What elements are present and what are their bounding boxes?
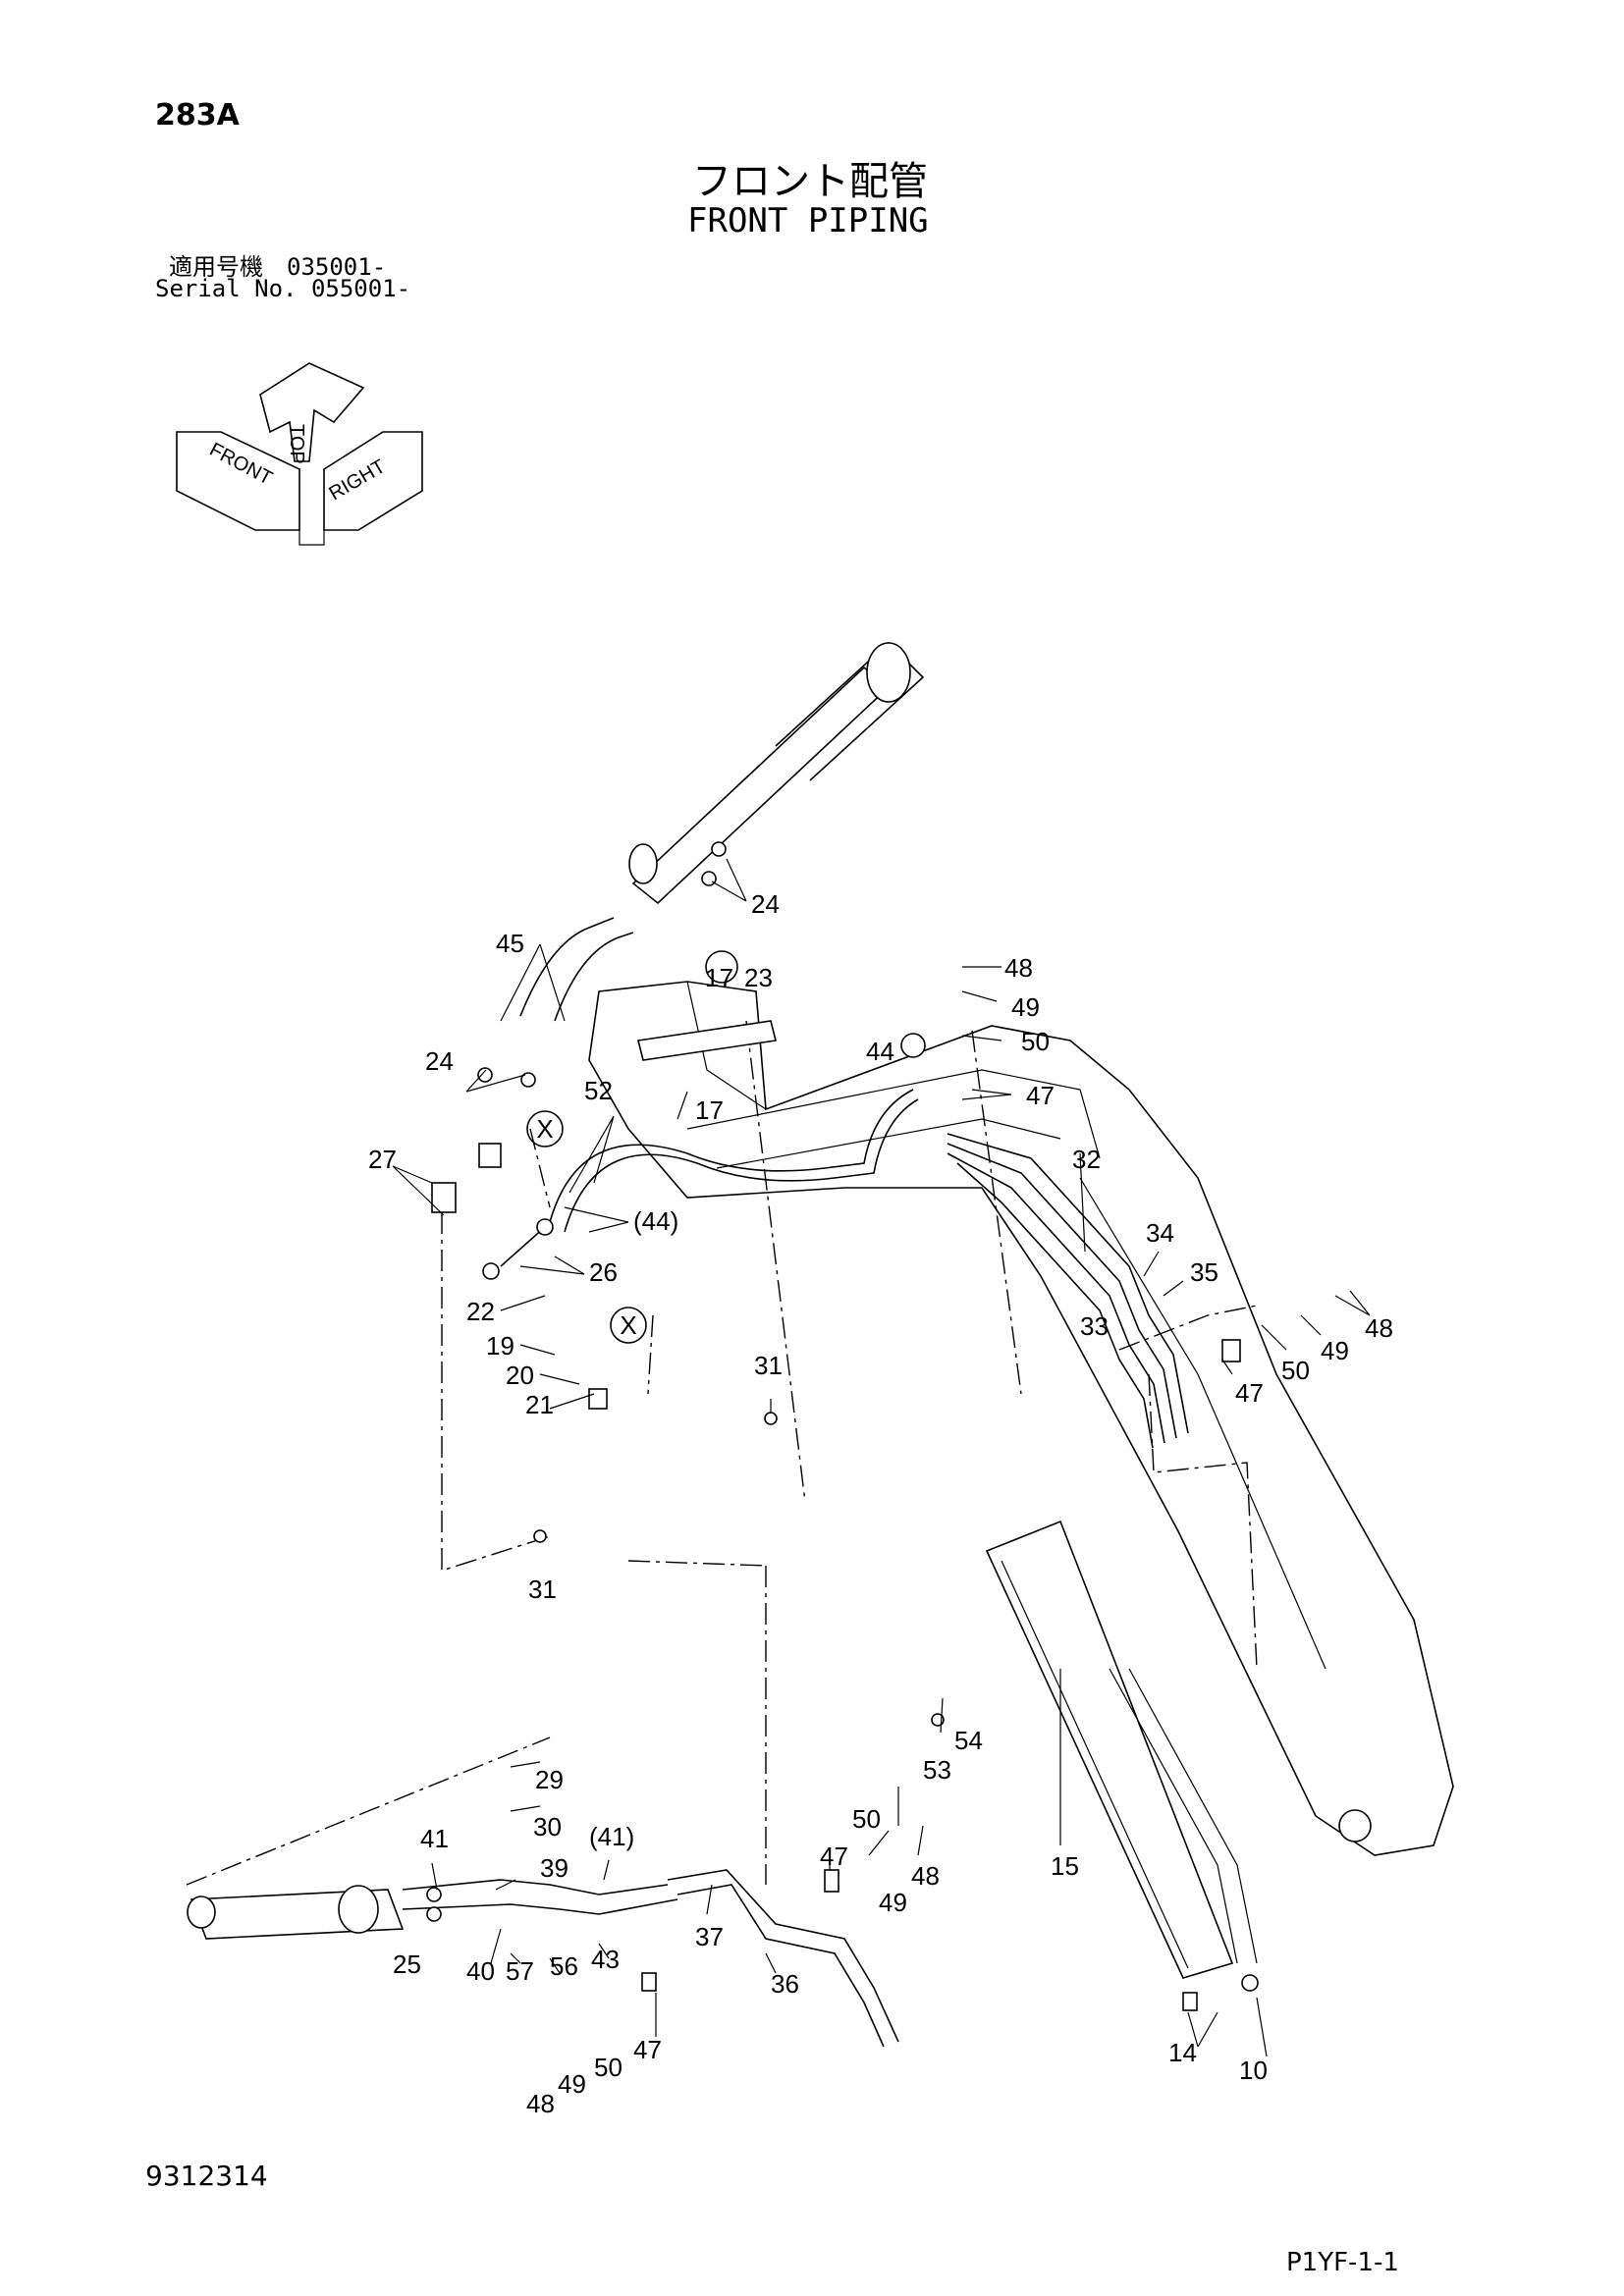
callout-48: 48 <box>1365 1313 1393 1343</box>
callout-23: 23 <box>744 963 773 992</box>
callout-24: 24 <box>751 889 780 919</box>
arm-cylinder <box>187 1885 405 1940</box>
callout-10: 10 <box>1239 2056 1268 2085</box>
callout-52: 52 <box>584 1076 613 1105</box>
callout-47: 47 <box>1026 1081 1055 1110</box>
callout-49: 49 <box>558 2069 586 2099</box>
page-reference: P1YF-1-1 <box>1286 2248 1399 2277</box>
callout-48: 48 <box>526 2089 555 2118</box>
callout-33: 33 <box>1080 1311 1109 1341</box>
hose-assembly-45 <box>519 917 634 1022</box>
callout-14: 14 <box>1168 2038 1197 2067</box>
boom <box>588 950 1454 1856</box>
hardware-parts <box>426 841 1259 2011</box>
callout-40: 40 <box>466 1956 495 1986</box>
applicable-serial: Serial No. 055001- <box>155 275 411 302</box>
callout-31: 31 <box>754 1351 783 1380</box>
hose-assembly-52 <box>500 1089 919 1267</box>
orientation-front-label: FRONT <box>206 439 276 490</box>
callout-26: 26 <box>589 1257 618 1287</box>
applicable-serial-japanese: 適用号機 035001- <box>169 253 387 281</box>
callout-25: 25 <box>393 1949 421 1979</box>
callout-17: 17 <box>695 1095 724 1125</box>
callout-44: 44 <box>866 1037 894 1066</box>
detail-x-marker: X <box>536 1114 553 1144</box>
detail-x-marker: X <box>620 1310 636 1340</box>
arm <box>985 1520 1234 1979</box>
callout-36: 36 <box>771 1969 799 1999</box>
boom-cylinder <box>628 641 925 905</box>
callout-49: 49 <box>879 1888 907 1917</box>
callout-47: 47 <box>1235 1378 1264 1408</box>
callout-50: 50 <box>594 2053 623 2082</box>
callout-44-ref: (44) <box>633 1206 678 1236</box>
callout-54: 54 <box>954 1726 983 1755</box>
callout-20: 20 <box>506 1361 534 1390</box>
callout-41-ref: (41) <box>589 1822 634 1851</box>
callout-27: 27 <box>368 1145 397 1174</box>
callout-57: 57 <box>506 1956 534 1986</box>
orientation-indicator: TOP FRONT RIGHT <box>176 362 423 546</box>
callout-50: 50 <box>852 1804 881 1834</box>
callout-17: 17 <box>705 963 733 992</box>
callout-49: 49 <box>1011 992 1040 1022</box>
callout-50: 50 <box>1281 1356 1310 1385</box>
callout-39: 39 <box>540 1853 568 1883</box>
callout-21: 21 <box>525 1390 554 1419</box>
callout-31: 31 <box>528 1575 557 1604</box>
pipe-assembly-upper <box>947 1133 1189 1449</box>
callout-56: 56 <box>550 1951 578 1981</box>
callout-15: 15 <box>1051 1851 1079 1881</box>
callout-19: 19 <box>486 1331 514 1361</box>
callout-53: 53 <box>923 1755 951 1785</box>
callout-48: 48 <box>1004 953 1033 983</box>
part-callouts: 24 45 48 17 23 49 50 17 44 47 24 52 32 2… <box>368 889 1393 2118</box>
pipe-assembly-lower <box>402 1869 899 2048</box>
page-title: FRONT PIPING <box>687 201 929 240</box>
orientation-top-label: TOP <box>286 424 307 464</box>
detail-x-markers: X X <box>526 1110 647 1344</box>
callout-47: 47 <box>820 1842 848 1871</box>
callout-30: 30 <box>533 1812 562 1842</box>
callout-37: 37 <box>695 1922 724 1951</box>
leader-lines <box>392 858 1371 2057</box>
callout-43: 43 <box>591 1945 620 1974</box>
callout-48: 48 <box>911 1861 940 1891</box>
callout-29: 29 <box>535 1765 564 1794</box>
callout-32: 32 <box>1072 1145 1101 1174</box>
page-title-japanese: フロント配管 <box>692 159 928 204</box>
callout-24: 24 <box>425 1046 454 1076</box>
hose-assembly-arm <box>1109 1668 1258 1964</box>
reference-lines <box>186 1020 1258 1886</box>
callout-35: 35 <box>1190 1257 1218 1287</box>
callout-50: 50 <box>1021 1027 1050 1056</box>
callout-47: 47 <box>633 2035 662 2064</box>
callout-22: 22 <box>466 1297 495 1326</box>
callout-49: 49 <box>1321 1336 1349 1365</box>
callout-41: 41 <box>420 1824 449 1853</box>
callout-45: 45 <box>496 929 524 958</box>
callout-34: 34 <box>1146 1218 1174 1248</box>
document-number: 9312314 <box>145 2160 268 2192</box>
page-code: 283A <box>155 98 240 133</box>
